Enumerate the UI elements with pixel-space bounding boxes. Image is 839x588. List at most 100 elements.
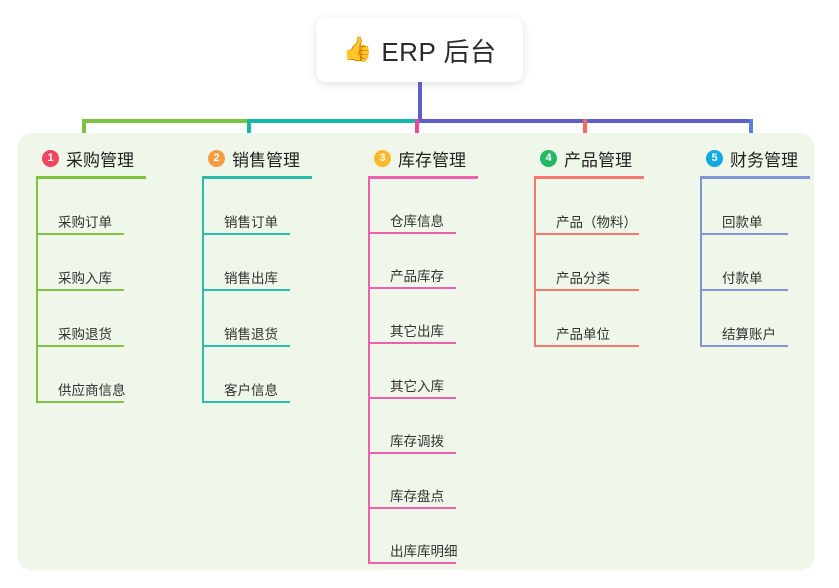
leaf-item-label: 出库库明细 bbox=[390, 544, 458, 559]
leaf-item-rule bbox=[368, 342, 456, 344]
leaf-item-rule bbox=[202, 345, 290, 347]
leaf-item[interactable]: 产品库存 bbox=[368, 234, 478, 289]
leaf-item-rule bbox=[368, 507, 456, 509]
branch-header-rule bbox=[700, 176, 810, 179]
thumbs-up-icon: 👍 bbox=[342, 36, 373, 63]
leaf-item-label: 产品分类 bbox=[556, 271, 610, 286]
leaf-item-label: 结算账户 bbox=[722, 327, 776, 342]
leaf-item[interactable]: 付款单 bbox=[700, 235, 810, 291]
leaf-item-label: 仓库信息 bbox=[390, 214, 444, 229]
branch-header-rule bbox=[534, 176, 644, 179]
leaf-item-rule bbox=[700, 233, 788, 235]
leaf-item-label: 客户信息 bbox=[224, 383, 278, 398]
leaf-item[interactable]: 库存盘点 bbox=[368, 454, 478, 509]
root-node-erp-backend[interactable]: 👍 ERP 后台 bbox=[316, 18, 523, 82]
leaf-item[interactable]: 销售出库 bbox=[202, 235, 312, 291]
leaf-item-label: 其它入库 bbox=[390, 379, 444, 394]
connector-root-vertical bbox=[418, 82, 422, 122]
leaf-item-rule bbox=[202, 289, 290, 291]
leaf-item-label: 库存盘点 bbox=[390, 489, 444, 504]
leaf-item-rule bbox=[368, 232, 456, 234]
leaf-item[interactable]: 产品单位 bbox=[534, 291, 644, 347]
branch-column-purchase: 1 采购管理采购订单采购入库采购退货供应商信息 bbox=[36, 146, 146, 403]
branch-spine bbox=[36, 179, 38, 403]
branch-spine bbox=[700, 179, 702, 347]
leaf-item[interactable]: 采购订单 bbox=[36, 179, 146, 235]
leaf-item-rule bbox=[368, 287, 456, 289]
branch-header-rule bbox=[202, 176, 312, 179]
branch-number-badge: 3 bbox=[374, 149, 391, 167]
branch-spine bbox=[534, 179, 536, 347]
leaf-item-label: 产品（物料） bbox=[556, 215, 637, 230]
leaf-item-rule bbox=[36, 289, 124, 291]
leaf-item[interactable]: 客户信息 bbox=[202, 347, 312, 403]
leaf-item-rule bbox=[202, 233, 290, 235]
branch-column-sales: 2 销售管理销售订单销售出库销售退货客户信息 bbox=[202, 146, 312, 403]
leaf-item-label: 销售出库 bbox=[224, 271, 278, 286]
leaf-item-rule bbox=[534, 289, 639, 291]
leaf-item[interactable]: 库存调拨 bbox=[368, 399, 478, 454]
leaf-item-rule bbox=[534, 345, 639, 347]
branch-title: 采购管理 bbox=[66, 150, 134, 170]
leaf-item[interactable]: 仓库信息 bbox=[368, 179, 478, 234]
leaf-item-label: 采购退货 bbox=[58, 327, 112, 342]
branch-number-badge: 1 bbox=[42, 149, 59, 167]
leaf-item[interactable]: 其它出库 bbox=[368, 289, 478, 344]
branch-spine bbox=[368, 179, 370, 564]
leaf-item-label: 采购订单 bbox=[58, 215, 112, 230]
branch-header-rule bbox=[368, 176, 478, 179]
leaf-item-label: 销售订单 bbox=[224, 215, 278, 230]
leaf-item-label: 销售退货 bbox=[224, 327, 278, 342]
branch-title: 销售管理 bbox=[232, 150, 300, 170]
branch-header-purchase[interactable]: 1 采购管理 bbox=[36, 146, 146, 170]
leaf-item-label: 回款单 bbox=[722, 215, 763, 230]
leaf-item-rule bbox=[202, 401, 290, 403]
leaf-item-rule bbox=[368, 452, 456, 454]
leaf-item-label: 采购入库 bbox=[58, 271, 112, 286]
leaf-item-label: 其它出库 bbox=[390, 324, 444, 339]
leaf-item-label: 库存调拨 bbox=[390, 434, 444, 449]
leaf-item-rule bbox=[36, 233, 124, 235]
branch-items-sales: 销售订单销售出库销售退货客户信息 bbox=[202, 179, 312, 403]
leaf-item-rule bbox=[368, 397, 456, 399]
leaf-item[interactable]: 销售退货 bbox=[202, 291, 312, 347]
root-node-title: ERP 后台 bbox=[381, 36, 497, 67]
branch-title: 产品管理 bbox=[564, 150, 632, 170]
leaf-item-label: 产品库存 bbox=[390, 269, 444, 284]
leaf-item-label: 产品单位 bbox=[556, 327, 610, 342]
branch-column-inventory: 3 库存管理仓库信息产品库存其它出库其它入库库存调拨库存盘点出库库明细 bbox=[368, 146, 478, 564]
bus-green bbox=[82, 119, 247, 123]
leaf-item[interactable]: 其它入库 bbox=[368, 344, 478, 399]
branch-spine bbox=[202, 179, 204, 403]
branch-number-badge: 4 bbox=[540, 149, 557, 167]
leaf-item[interactable]: 产品（物料） bbox=[534, 179, 644, 235]
leaf-item-label: 供应商信息 bbox=[58, 383, 126, 398]
branch-title: 库存管理 bbox=[398, 150, 466, 170]
branch-column-product: 4 产品管理产品（物料） 产品分类产品单位 bbox=[534, 146, 644, 347]
branch-header-product[interactable]: 4 产品管理 bbox=[534, 146, 644, 170]
leaf-item-label: 付款单 bbox=[722, 271, 763, 286]
leaf-item[interactable]: 销售订单 bbox=[202, 179, 312, 235]
leaf-item[interactable]: 出库库明细 bbox=[368, 509, 478, 564]
branch-number-badge: 2 bbox=[208, 149, 225, 167]
branch-items-finance: 回款单付款单结算账户 bbox=[700, 179, 810, 347]
bus-teal bbox=[247, 119, 419, 123]
branch-number-badge: 5 bbox=[706, 149, 723, 167]
branch-items-inventory: 仓库信息产品库存其它出库其它入库库存调拨库存盘点出库库明细 bbox=[368, 179, 478, 564]
leaf-item-rule bbox=[36, 345, 124, 347]
leaf-item[interactable]: 采购入库 bbox=[36, 235, 146, 291]
branch-header-rule bbox=[36, 176, 146, 179]
leaf-item[interactable]: 结算账户 bbox=[700, 291, 810, 347]
branch-header-sales[interactable]: 2 销售管理 bbox=[202, 146, 312, 170]
leaf-item[interactable]: 采购退货 bbox=[36, 291, 146, 347]
leaf-item[interactable]: 产品分类 bbox=[534, 235, 644, 291]
branch-header-inventory[interactable]: 3 库存管理 bbox=[368, 146, 478, 170]
leaf-item-rule bbox=[534, 233, 639, 235]
leaf-item-rule bbox=[700, 345, 788, 347]
branch-panel bbox=[18, 133, 814, 570]
leaf-item-rule bbox=[700, 289, 788, 291]
leaf-item[interactable]: 供应商信息 bbox=[36, 347, 146, 403]
leaf-item[interactable]: 回款单 bbox=[700, 179, 810, 235]
